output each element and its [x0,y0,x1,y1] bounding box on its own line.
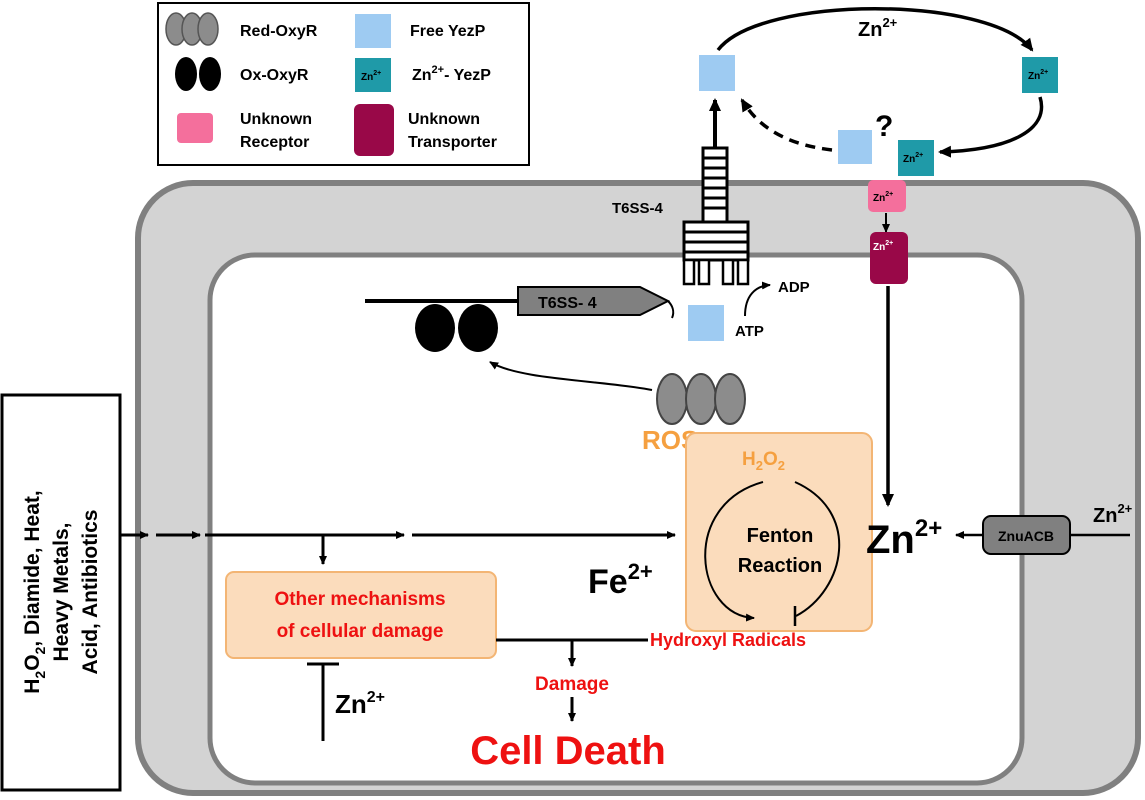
ox-oxyr-legend-icon [175,57,221,91]
free-yezp-released [699,55,735,91]
cycle-arrow-right [938,96,1044,158]
cell-death-label: Cell Death [470,729,666,773]
znuacb-label: ZnuACB [998,528,1054,544]
cycle-zn-label: Zn2+ [858,15,898,41]
atp-label: ATP [735,323,764,340]
other-mechanisms-line-2: of cellular damage [277,621,444,642]
zn-yezp-at-receptor [898,140,934,176]
unknown-mechanism-question: ? [875,110,893,143]
damage-label: Damage [535,674,609,695]
t6ss-secretion-label: T6SS-4 [612,200,664,217]
fenton-cycle-left [704,481,764,622]
adp-label: ADP [778,279,810,296]
fenton-label-1: Fenton [747,525,814,547]
other-mechanisms-box [225,571,497,659]
stressors-line-2: Heavy Metals, [50,523,73,662]
t6ss-tube-rings [703,156,727,210]
zn-external-label: Zn2+ [1093,501,1133,527]
transporter-zn-label: Zn2+ [873,240,893,253]
free-yezp-inside [688,305,724,341]
cycle-arrow-dashed [740,98,833,152]
unknown-transporter [870,232,908,284]
cycle-arrow-top [716,7,1034,52]
zn-yezp-legend-icon [355,58,391,92]
t6ss-base-lines [684,230,748,254]
unknown-receptor [868,180,906,212]
zn-yezp-at-receptor-label: Zn2+ [903,152,923,165]
fenton-cycle-right [794,481,841,617]
ox-oxyr-bound-dimer [415,304,498,352]
free-yezp-legend-icon [355,14,391,48]
legend-zn-yezp: Zn2+- YezP [412,64,491,84]
fenton-box [685,432,873,632]
legend-ox-oxyr: Ox-OxyR [240,67,309,84]
zn-yezp-bound [1022,57,1058,93]
receptor-legend-icon [177,113,213,143]
oxyr-oxidation-arrow [489,361,653,391]
red-oxyr-trimer [656,373,746,425]
stress-arrows [120,531,676,565]
fe-label: Fe2+ [588,559,653,601]
stressors-box [0,393,122,792]
legend-unknown-transporter-1: Unknown [408,111,480,128]
t6ss-legs [682,258,750,286]
zn-inhibit-label: Zn2+ [335,689,385,719]
legend-free-yezp: Free YezP [410,23,486,40]
legend-unknown-receptor-2: Receptor [240,134,309,151]
legend-unknown-transporter-2: Transporter [408,134,497,151]
atp-to-adp-arrow [744,281,771,317]
fenton-h2o2-label: H2O2 [742,449,785,473]
stressors-line-3: Acid, Antibiotics [79,510,102,675]
receptor-zn-label: Zn2+ [873,191,893,204]
zn-yezp-bound-label: Zn2+ [1028,69,1048,82]
other-mechanisms-line-1: Other mechanisms [274,589,445,610]
hydroxyl-radicals-label: Hydroxyl Radicals [650,630,806,650]
free-yezp-recycled [838,130,872,164]
t6ss-gene-label: T6SS- 4 [538,295,597,312]
stressors-line-1: H2O2, Diamide, Heat, [21,490,48,694]
legend-unknown-receptor-1: Unknown [240,111,312,128]
zn-intracellular-label: Zn2+ [866,515,942,562]
legend-red-oxyr: Red-OxyR [240,23,318,40]
fenton-label-2: Reaction [738,555,822,577]
t6ss-apparatus: T6SS-4 [612,98,750,286]
legend-box [157,2,530,166]
stressors-text: H2O2, Diamide, Heat, Heavy Metals, Acid,… [21,490,102,694]
gene-arrow-tail [667,300,675,319]
yezp-cycle: Zn2+ Zn2+ Zn2+ ? [699,7,1058,176]
t6ss-gene-arrow [517,286,671,316]
red-oxyr-legend-icon [165,12,219,46]
zn-yezp-legend-icon-label: Zn2+ [361,70,381,83]
legend: Red-OxyR Ox-OxyR Unknown Receptor Free Y… [157,2,530,166]
transporter-legend-icon [354,104,394,156]
